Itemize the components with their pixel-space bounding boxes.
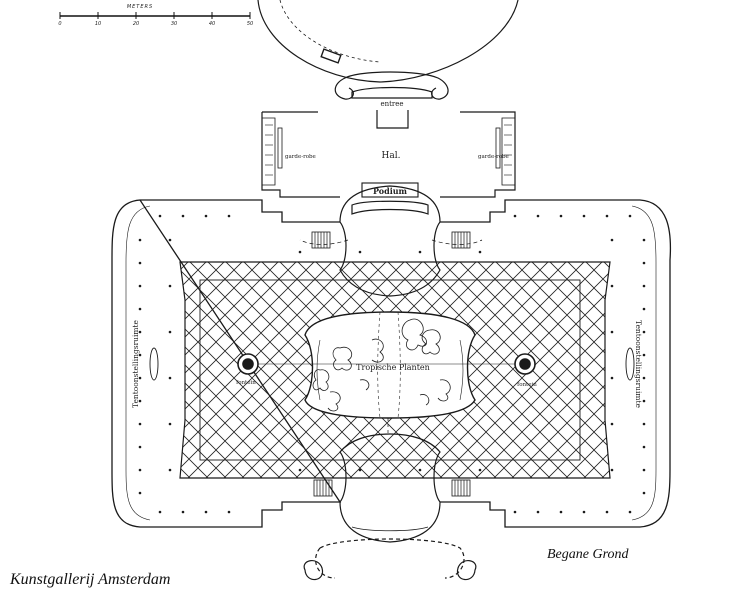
column-dot bbox=[158, 510, 162, 514]
hall-outline bbox=[261, 111, 516, 198]
stair-nw bbox=[311, 231, 331, 249]
column-dot bbox=[227, 214, 231, 218]
column-dot bbox=[168, 238, 172, 242]
column-dot bbox=[158, 214, 162, 218]
label-podium: Podium bbox=[373, 186, 408, 196]
column-dot bbox=[610, 238, 614, 242]
column-dot bbox=[204, 214, 208, 218]
column-dot bbox=[204, 510, 208, 514]
scale-bar: METERS 0 10 20 30 40 50 bbox=[58, 4, 253, 27]
column-dot bbox=[138, 330, 142, 334]
column-dot bbox=[605, 510, 609, 514]
label-exhibit-right: Tentoonstellingsruimte bbox=[634, 320, 643, 408]
column-dot bbox=[642, 445, 646, 449]
column-dot bbox=[138, 261, 142, 265]
column-dot bbox=[181, 214, 185, 218]
column-dot bbox=[298, 250, 302, 254]
column-dot bbox=[610, 284, 614, 288]
label-fountain-right: fontein bbox=[517, 382, 537, 388]
stair-se bbox=[451, 479, 471, 497]
tropical-garden bbox=[304, 311, 476, 419]
fountain-right-symbol bbox=[514, 353, 536, 375]
column-dot bbox=[138, 284, 142, 288]
column-dot bbox=[559, 510, 563, 514]
south-apse bbox=[315, 538, 465, 579]
column-dot bbox=[642, 261, 646, 265]
column-dot bbox=[642, 422, 646, 426]
stair-sw bbox=[313, 479, 333, 497]
column-dot bbox=[642, 330, 646, 334]
column-dot bbox=[642, 399, 646, 403]
label-cloakroom-right: garde-robe bbox=[478, 154, 509, 160]
column-dot bbox=[642, 376, 646, 380]
scale-tick-40: 40 bbox=[209, 21, 215, 27]
label-cloakroom-left: garde-robe bbox=[285, 154, 316, 160]
column-dot bbox=[642, 284, 646, 288]
column-grid bbox=[138, 214, 646, 514]
label-fountain-left: fontein bbox=[236, 380, 256, 386]
column-dot bbox=[642, 307, 646, 311]
scale-tick-10: 10 bbox=[95, 21, 101, 27]
column-dot bbox=[168, 330, 172, 334]
column-dot bbox=[628, 214, 632, 218]
column-dot bbox=[138, 399, 142, 403]
column-dot bbox=[358, 250, 362, 254]
column-dot bbox=[138, 353, 142, 357]
column-dot bbox=[138, 238, 142, 242]
scale-tick-30: 30 bbox=[171, 21, 177, 27]
column-dot bbox=[628, 510, 632, 514]
top-rotunda bbox=[257, 0, 519, 83]
column-dot bbox=[642, 238, 646, 242]
column-dot bbox=[478, 250, 482, 254]
column-dot bbox=[298, 468, 302, 472]
column-dot bbox=[478, 468, 482, 472]
column-dot bbox=[536, 214, 540, 218]
column-dot bbox=[181, 510, 185, 514]
label-hall: Hal. bbox=[382, 151, 401, 161]
column-dot bbox=[513, 214, 517, 218]
column-dot bbox=[138, 445, 142, 449]
caption-building: Kunstgallerij Amsterdam bbox=[9, 571, 170, 588]
column-dot bbox=[582, 510, 586, 514]
label-tropical: Tropische Planten bbox=[356, 363, 430, 372]
column-dot bbox=[582, 214, 586, 218]
column-dot bbox=[138, 422, 142, 426]
column-dot bbox=[168, 376, 172, 380]
scale-bar-unit: METERS bbox=[127, 4, 153, 10]
column-dot bbox=[227, 510, 231, 514]
column-dot bbox=[610, 330, 614, 334]
column-dot bbox=[642, 491, 646, 495]
south-space bbox=[339, 433, 441, 543]
column-dot bbox=[168, 468, 172, 472]
label-entrance: entree bbox=[380, 100, 403, 108]
column-dot bbox=[358, 468, 362, 472]
column-dot bbox=[418, 250, 422, 254]
column-dot bbox=[138, 468, 142, 472]
column-dot bbox=[418, 468, 422, 472]
scale-tick-20: 20 bbox=[133, 21, 139, 27]
column-dot bbox=[138, 376, 142, 380]
column-dot bbox=[642, 468, 646, 472]
stair-ne bbox=[451, 231, 471, 249]
column-dot bbox=[605, 214, 609, 218]
label-exhibit-left: Tentoonstellingsruimte bbox=[131, 319, 140, 407]
column-dot bbox=[168, 422, 172, 426]
scale-tick-0: 0 bbox=[58, 21, 61, 27]
column-dot bbox=[642, 353, 646, 357]
caption-floor: Begane Grond bbox=[547, 547, 630, 562]
scale-tick-50: 50 bbox=[247, 21, 253, 27]
column-dot bbox=[138, 307, 142, 311]
column-dot bbox=[559, 214, 563, 218]
column-dot bbox=[610, 468, 614, 472]
column-dot bbox=[168, 284, 172, 288]
fountain-left-symbol bbox=[237, 353, 259, 375]
column-dot bbox=[610, 376, 614, 380]
column-dot bbox=[610, 422, 614, 426]
main-outline bbox=[111, 199, 672, 528]
column-dot bbox=[536, 510, 540, 514]
column-dot bbox=[513, 510, 517, 514]
column-dot bbox=[138, 491, 142, 495]
